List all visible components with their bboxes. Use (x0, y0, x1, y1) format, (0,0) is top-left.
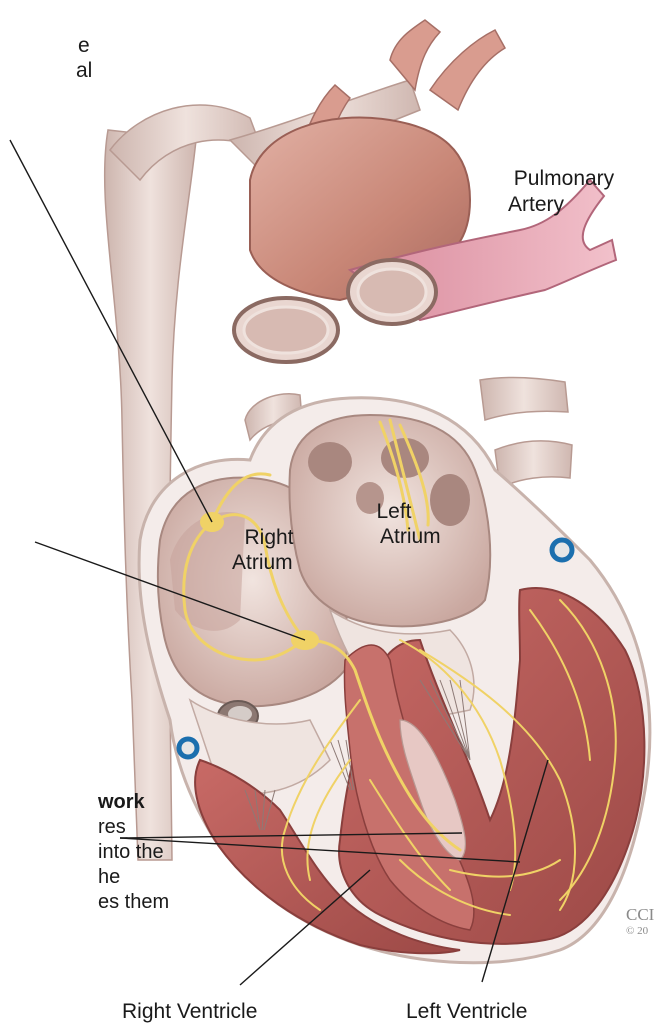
pulmonary-vein-opening-3 (430, 474, 470, 526)
label-left-ventricle: Left Ventricle (406, 1000, 527, 1024)
label-pulmonary-artery-1: Pulmonary (497, 167, 631, 191)
label-left-atrium-2: Atrium (380, 525, 441, 549)
watermark-line-2: © 20 (626, 925, 649, 937)
label-purkinje-line-1: res (98, 815, 126, 839)
label-purkinje-line-2: into the (98, 840, 164, 864)
label-purkinje-line-3: he (98, 865, 120, 889)
label-right-atrium-1: Right (234, 526, 304, 550)
pulmonary-vein-upper (480, 377, 568, 420)
coronary-artery-left (552, 540, 572, 560)
label-purkinje-line-4: es them (98, 890, 169, 914)
coronary-artery-right (179, 739, 197, 757)
cropped-label-top-line-2: al (76, 59, 92, 83)
cropped-label-top-line-1: e (78, 34, 90, 58)
label-right-ventricle: Right Ventricle (122, 1000, 257, 1024)
label-right-atrium-2: Atrium (232, 551, 293, 575)
label-pulmonary-artery-2: Artery (508, 193, 564, 217)
label-purkinje-title: work (98, 790, 145, 814)
label-left-atrium-1: Left (368, 500, 420, 524)
watermark-line-1: CCI (626, 905, 655, 924)
aortic-branch-1 (390, 20, 440, 90)
pulmonary-vein-opening-1 (308, 442, 352, 482)
aortic-branch-2 (430, 30, 505, 110)
